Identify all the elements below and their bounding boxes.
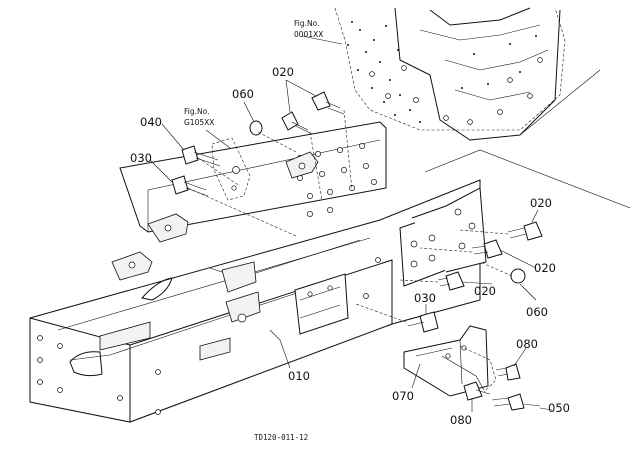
screw-050	[491, 393, 541, 411]
bolt-020-right-low	[399, 271, 465, 291]
drawing-code: TD120-011-12	[254, 433, 308, 442]
engine-bolt-holes	[347, 21, 543, 125]
bracket-g105	[211, 137, 251, 201]
cross-member-mid	[221, 261, 257, 293]
callout-070: 070	[392, 389, 414, 403]
fig-ref-bracket-line1: Fig.No.	[184, 107, 209, 116]
bolt-020-right-mid	[419, 239, 503, 259]
callout-040: 040	[140, 115, 162, 129]
callout-010: 010	[288, 369, 310, 383]
bolt-080-bottom	[463, 381, 491, 401]
engine-block	[334, 7, 601, 141]
leader-lines	[149, 35, 553, 412]
callout-080-top: 080	[516, 337, 538, 351]
frame-slot	[141, 277, 173, 301]
front-cutout	[69, 351, 103, 377]
bolt-040	[181, 145, 241, 187]
callout-080-bottom: 080	[450, 413, 472, 427]
fig-ref-bracket-line2: G105XX	[184, 118, 214, 127]
bracket-070	[403, 325, 497, 397]
callout-030-left: 030	[130, 151, 152, 165]
nut-060-top	[249, 120, 297, 153]
callout-050: 050	[548, 401, 570, 415]
main-frame	[29, 121, 487, 423]
bolt-030-left	[171, 175, 297, 237]
bolt-080-top	[495, 363, 521, 381]
fig-ref-engine-line2: 0001XX	[294, 30, 323, 39]
callout-060-right: 060	[526, 305, 548, 319]
callout-020-top: 020	[272, 65, 294, 79]
callout-020-right-c: 020	[474, 284, 496, 298]
callout-030-right: 030	[414, 291, 436, 305]
right-block-holes	[410, 208, 476, 268]
callout-020-right-a: 020	[530, 196, 552, 210]
cross-member-front-mid	[225, 291, 261, 323]
bolt-020-top-a	[281, 111, 323, 201]
nut-060-right	[479, 261, 526, 284]
callout-060-top: 060	[232, 87, 254, 101]
bolt-020-right-top	[459, 221, 543, 241]
fig-ref-engine-line1: Fig.No.	[294, 19, 319, 28]
callout-020-right-b: 020	[534, 261, 556, 275]
bolt-020-top-b	[311, 91, 353, 191]
guide-boundary	[424, 149, 630, 209]
bolt-030-right	[355, 303, 439, 333]
far-rail-holes	[297, 143, 377, 217]
